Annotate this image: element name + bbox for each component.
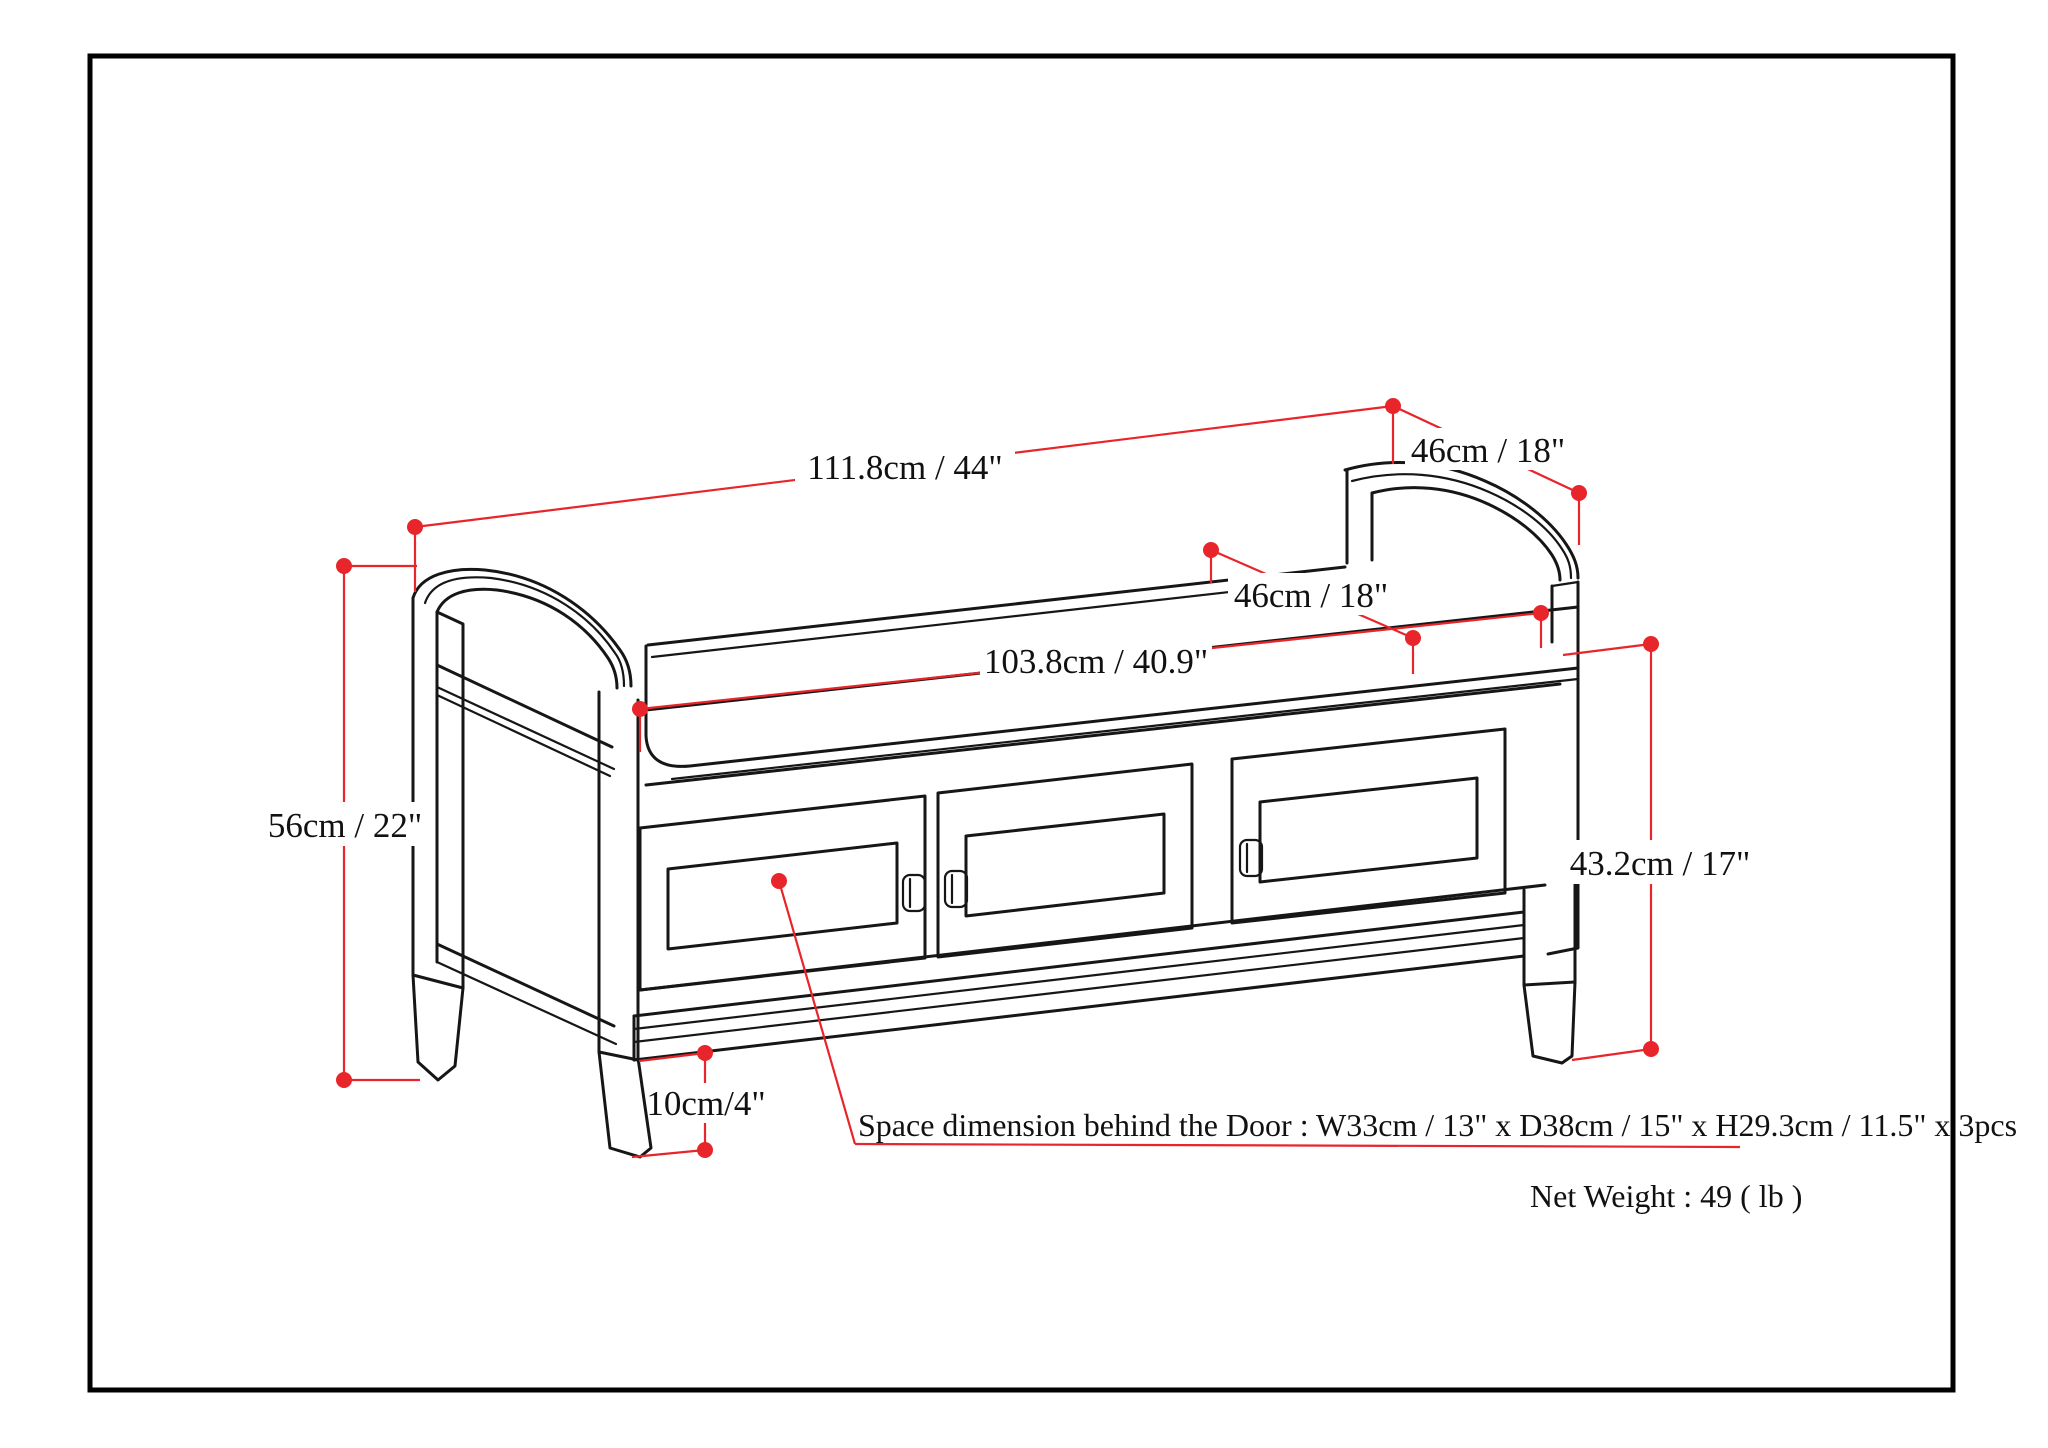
dim-floor-clearance: 10cm/4" xyxy=(631,1045,766,1159)
right-foot-top xyxy=(1522,980,1577,987)
dimension-dot xyxy=(336,558,352,574)
door-middle-panel xyxy=(964,812,1166,918)
space-note-text: Space dimension behind the Door : W33cm … xyxy=(858,1107,2017,1143)
dimension-dot xyxy=(1643,636,1659,652)
left-front-foot xyxy=(597,1050,653,1159)
dimension-dot xyxy=(1203,542,1219,558)
border-frame xyxy=(87,53,1956,1393)
dimension-label: 10cm/4" xyxy=(646,1084,765,1123)
right-arm xyxy=(1343,460,1580,652)
door-middle xyxy=(936,762,1194,959)
kick-rail-top xyxy=(632,910,1526,1018)
dim-arm-depth: 46cm / 18" xyxy=(1392,405,1587,545)
leader-line xyxy=(777,880,857,1145)
dim-seat-width: 103.8cm / 40.9" xyxy=(632,605,1549,752)
label-backing xyxy=(652,1083,760,1123)
left-back-foot-top xyxy=(411,973,465,990)
space-note: Space dimension behind the Door : W33cm … xyxy=(771,873,2017,1149)
dimension-dot xyxy=(1533,605,1549,621)
dimension-dot xyxy=(407,519,423,535)
dimension-label: 56cm / 22" xyxy=(268,806,422,845)
door-right-handle xyxy=(1238,838,1264,878)
kick-rail-bottom xyxy=(632,954,1526,1062)
door-left xyxy=(638,794,927,992)
left-front-foot-top xyxy=(597,1050,640,1062)
dim-seat-depth: 46cm / 18" xyxy=(1203,542,1421,674)
door-middle-outline xyxy=(936,762,1194,959)
dimension-label: 103.8cm / 40.9" xyxy=(984,642,1208,681)
dimension-dot xyxy=(697,1045,713,1061)
label-backing xyxy=(1568,840,1746,884)
label-backing xyxy=(1228,573,1394,615)
left-back-post-side-edge xyxy=(435,610,465,990)
dimension-label: 46cm / 18" xyxy=(1234,576,1388,615)
right-front-leg xyxy=(1522,876,1577,1065)
left-arm-arch-outer xyxy=(411,567,633,688)
door-right xyxy=(1230,727,1507,925)
left-side-top-rail-a xyxy=(435,663,614,749)
net-weight-text: Net Weight : 49 ( lb ) xyxy=(1530,1178,1802,1214)
left-arm-arch-seam xyxy=(423,576,626,688)
door-left-panel xyxy=(666,841,899,951)
dimension-dot xyxy=(632,701,648,717)
dimension-leader xyxy=(631,1148,706,1159)
right-arm-arch-seam xyxy=(1350,473,1573,580)
door-middle-handle xyxy=(943,869,969,909)
door-left-outline xyxy=(638,794,927,992)
dimension-layer: 111.8cm / 44" 46cm / 18" 46cm / 18" xyxy=(262,398,2017,1214)
dimension-label: 46cm / 18" xyxy=(1411,431,1565,470)
dimension-leader xyxy=(1562,642,1652,657)
bench-drawing xyxy=(411,460,1580,1159)
cabinet-top-edge xyxy=(644,682,1562,787)
left-side-bottom-rail-a xyxy=(435,942,616,1028)
left-side-top-rail-c xyxy=(435,693,612,778)
note-underline xyxy=(854,1142,1741,1149)
label-backing xyxy=(980,638,1212,682)
right-arm-arch-inner xyxy=(1370,486,1562,582)
dimension-dot xyxy=(1643,1041,1659,1057)
dimension-leader xyxy=(638,1051,706,1063)
door-right-panel xyxy=(1258,776,1479,884)
label-backing xyxy=(795,444,1015,488)
dimension-dot xyxy=(697,1142,713,1158)
dimension-dot xyxy=(1405,630,1421,646)
right-arm-nose-cap xyxy=(1550,580,1580,588)
dim-overall-height: 56cm / 22" xyxy=(262,558,428,1088)
left-side-bottom-rail-b xyxy=(435,960,618,1046)
cabinet-right-edge xyxy=(1546,677,1580,956)
right-foot xyxy=(1522,980,1577,1065)
label-backing xyxy=(1405,428,1571,470)
seat-left-and-bottom xyxy=(644,644,1580,768)
right-arm-arch-outer xyxy=(1343,460,1580,580)
door-left-handle xyxy=(901,873,927,913)
door-right-outline xyxy=(1230,727,1507,925)
left-side-top-rail-b xyxy=(435,685,616,771)
dimension-leader xyxy=(1571,1047,1652,1062)
left-arm xyxy=(411,567,653,1159)
cabinet xyxy=(632,677,1580,1065)
dimension-dot xyxy=(1571,485,1587,501)
dim-seat-height: 43.2cm / 17" xyxy=(1562,636,1751,1062)
dimension-dot xyxy=(336,1072,352,1088)
kick-rail-seam2 xyxy=(632,936,1526,1044)
dim-overall-width: 111.8cm / 44" xyxy=(407,398,1401,592)
kick-rail-seam1 xyxy=(632,923,1526,1031)
seat-lip-edge xyxy=(670,677,1580,781)
left-back-foot xyxy=(411,973,465,1082)
label-backing xyxy=(262,802,428,846)
dimension-label: 43.2cm / 17" xyxy=(1570,844,1751,883)
left-arm-arch-inner xyxy=(435,587,619,690)
dimension-label: 111.8cm / 44" xyxy=(807,448,1002,487)
